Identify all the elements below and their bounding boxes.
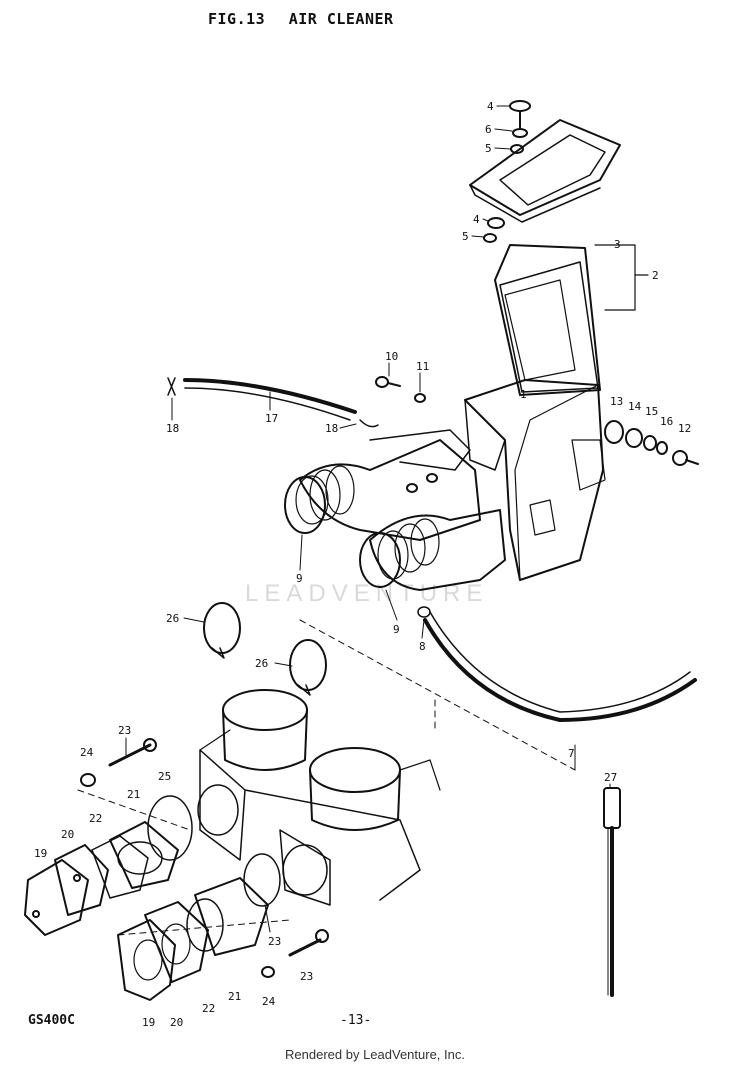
callout-3: 3 [614, 238, 621, 251]
carburetor-tool [603, 787, 621, 997]
callout-1: 1 [520, 388, 527, 401]
callout-23: 23 [268, 935, 281, 948]
carburetor-assembly [197, 689, 441, 906]
callout-23: 23 [300, 970, 313, 983]
model-code: GS400C [28, 1013, 75, 1028]
figure-number: FIG.13 [208, 10, 266, 28]
callout-13: 13 [610, 395, 623, 408]
callout-18: 18 [166, 422, 179, 435]
callout-7: 7 [568, 747, 575, 760]
callout-25: 25 [158, 770, 171, 783]
callout-19: 19 [142, 1016, 155, 1029]
callout-14: 14 [628, 400, 642, 413]
callout-22: 22 [89, 812, 102, 825]
watermark-text: LEADVENTURE [245, 580, 488, 607]
callout-21: 21 [127, 788, 140, 801]
callout-4: 4 [473, 213, 480, 226]
callout-labels: 4 6 5 4 5 3 2 1 10 11 13 14 15 16 12 17 … [34, 100, 691, 1029]
callout-11: 11 [416, 360, 429, 373]
callout-16: 16 [660, 415, 673, 428]
callout-21: 21 [228, 990, 241, 1003]
callout-12: 12 [678, 422, 691, 435]
callout-6: 6 [485, 123, 492, 136]
intake-pipe-stack-lower [117, 853, 329, 1001]
callout-18: 18 [325, 422, 338, 435]
intake-boots [284, 439, 506, 591]
breather-hoses [167, 377, 697, 722]
page-number: -13- [340, 1013, 372, 1028]
callout-26: 26 [166, 612, 179, 625]
callout-2: 2 [652, 269, 659, 282]
callout-20: 20 [61, 828, 74, 841]
callout-23: 23 [118, 724, 131, 737]
callout-15: 15 [645, 405, 658, 418]
air-cleaner-cap [469, 100, 621, 243]
callout-20: 20 [170, 1016, 183, 1029]
figure-name: AIR CLEANER [288, 10, 394, 28]
callout-24: 24 [262, 995, 276, 1008]
render-credit: Rendered by LeadVenture, Inc. [285, 1047, 465, 1062]
callout-26: 26 [255, 657, 268, 670]
intake-pipe-stack-left [24, 738, 193, 936]
callout-27: 27 [604, 771, 617, 784]
callout-9: 9 [393, 623, 400, 636]
callout-4: 4 [487, 100, 494, 113]
callout-8: 8 [419, 640, 426, 653]
callout-9: 9 [296, 572, 303, 585]
air-cleaner-box [464, 379, 606, 581]
callout-5: 5 [485, 142, 492, 155]
callout-leader-lines [125, 105, 611, 933]
callout-10: 10 [385, 350, 398, 363]
callout-22: 22 [202, 1002, 215, 1015]
air-filter-element [494, 244, 649, 396]
callout-24: 24 [80, 746, 94, 759]
mounting-hardware [369, 376, 699, 493]
figure-title: FIG.13 AIR CLEANER [208, 10, 408, 28]
callout-17: 17 [265, 412, 278, 425]
hose-clamps [203, 602, 327, 696]
callout-19: 19 [34, 847, 47, 860]
callout-5: 5 [462, 230, 469, 243]
